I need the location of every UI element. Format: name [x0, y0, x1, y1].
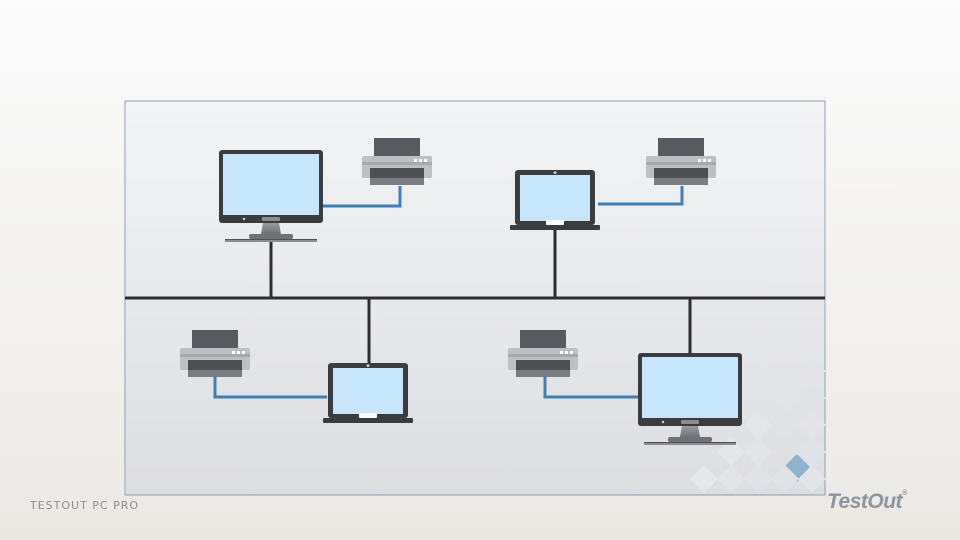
logo-text: TestOut	[827, 490, 903, 513]
cable-printer-4	[543, 377, 638, 399]
cable-printer-3	[213, 377, 327, 399]
cable-printer-1	[323, 186, 402, 208]
cable-printer-2	[598, 186, 684, 206]
diamond-pattern	[690, 357, 826, 493]
testout-logo: TestOut®	[827, 490, 907, 514]
registered-mark: ®	[902, 490, 907, 497]
footer-course-title: TESTOUT PC PRO	[30, 499, 140, 512]
laptop-icon	[323, 363, 413, 423]
laptop-icon	[510, 170, 600, 230]
